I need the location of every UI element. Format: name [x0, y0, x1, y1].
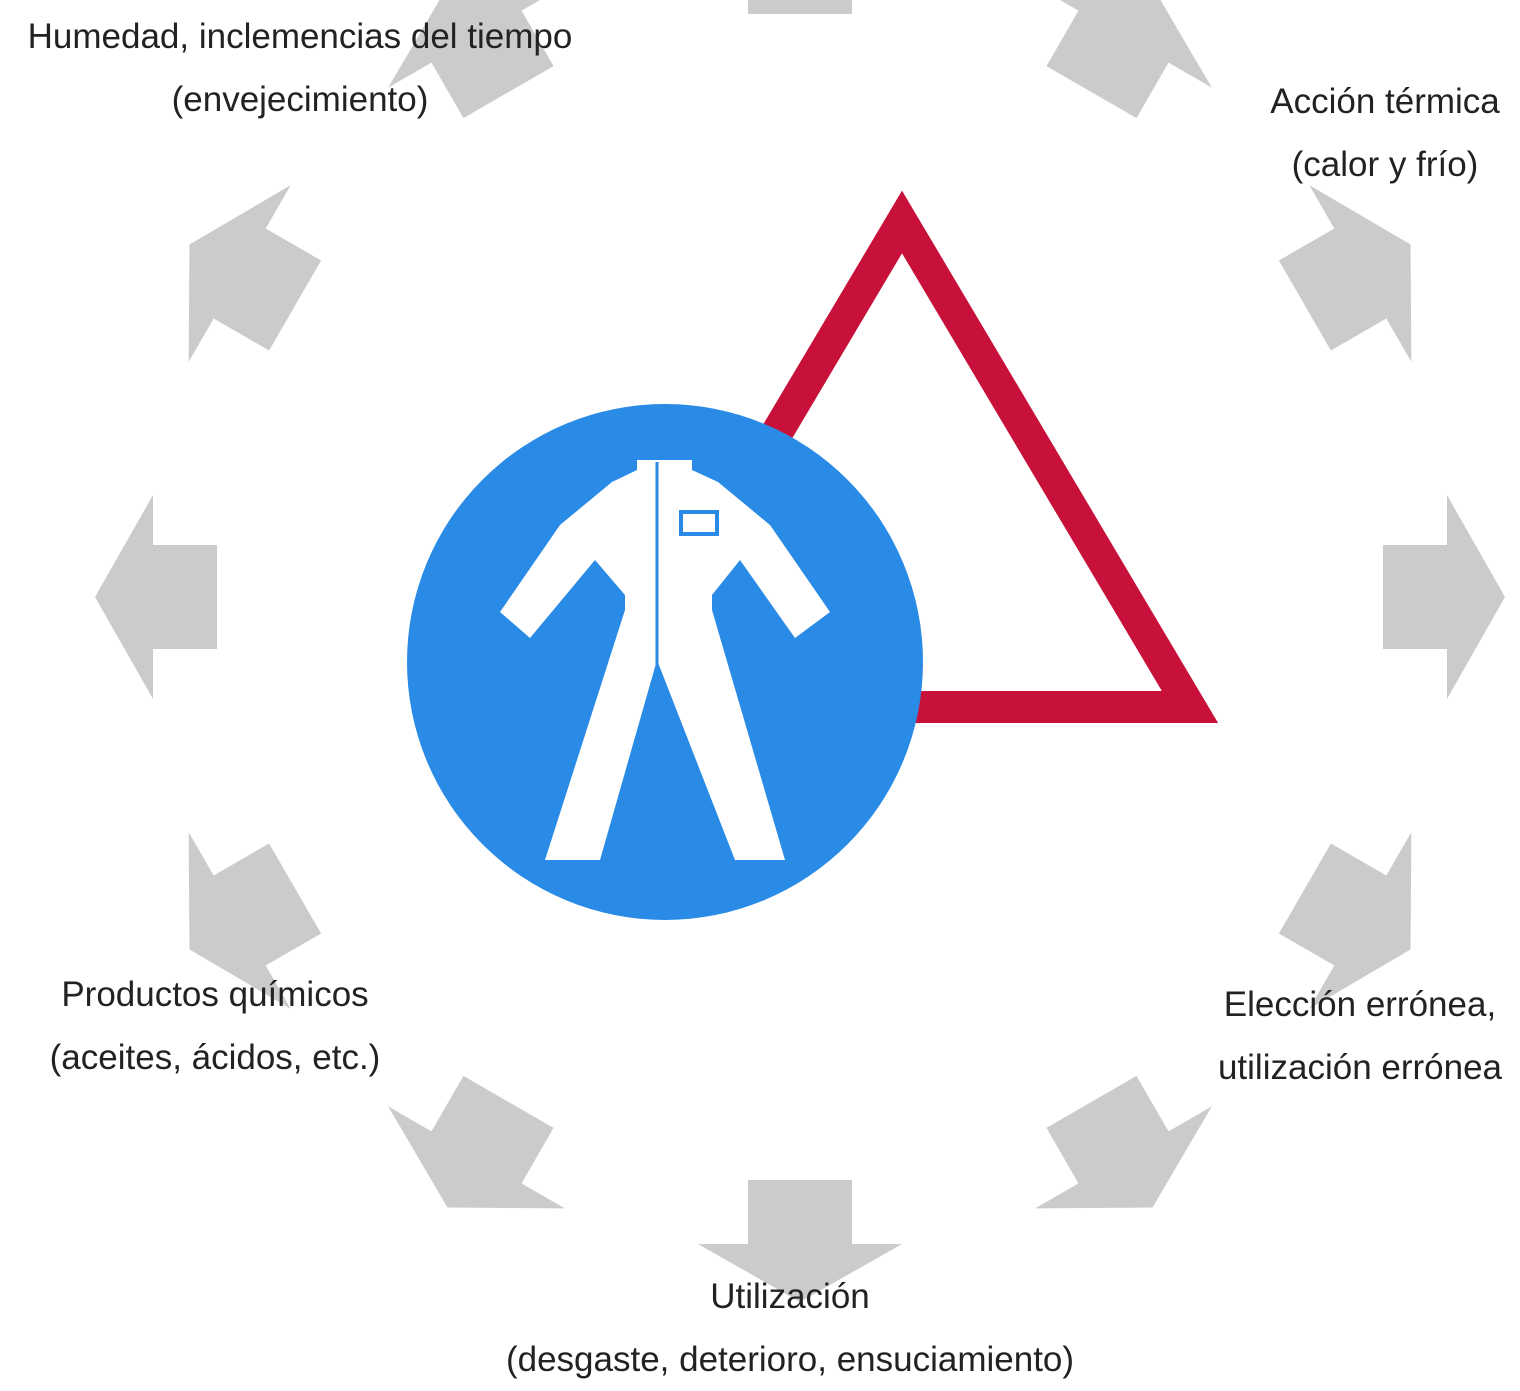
inward-arrow-icon	[188, 185, 322, 362]
label-utilizacion-line2: (desgaste, deterioro, ensuciamiento)	[505, 1340, 1075, 1379]
label-humedad-line1: Humedad, inclemencias del tiempo	[27, 17, 573, 56]
label-utilizacion: Utilización (desgaste, deterioro, ensuci…	[480, 1265, 1100, 1391]
label-utilizacion-line1: Utilización	[710, 1277, 870, 1316]
inward-arrow-icon	[1278, 185, 1412, 362]
inward-arrow-icon	[698, 1180, 902, 1302]
inward-arrow-icon	[1383, 495, 1505, 699]
label-accion-termica-line1: Acción térmica	[1270, 82, 1500, 121]
arrows-ring	[95, 0, 1505, 1302]
label-humedad: Humedad, inclemencias del tiempo (enveje…	[0, 5, 600, 131]
label-accion-termica: Acción térmica (calor y frío)	[1230, 70, 1520, 196]
label-eleccion-erronea: Elección errónea, utilización errónea	[1200, 973, 1520, 1099]
inward-arrow-icon	[388, 0, 565, 119]
label-humedad-line2: (envejecimiento)	[171, 80, 429, 119]
inward-arrow-icon	[1035, 1075, 1212, 1209]
inward-arrow-icon	[188, 832, 322, 1009]
label-accion-termica-line2: (calor y frío)	[1291, 145, 1479, 184]
label-productos-quimicos: Productos químicos (aceites, ácidos, etc…	[30, 963, 400, 1089]
inward-arrow-icon	[1035, 0, 1212, 119]
inward-arrow-icon	[388, 1075, 565, 1209]
label-eleccion-erronea-line2: utilización errónea	[1217, 1048, 1503, 1087]
protective-clothing-icon	[500, 460, 830, 860]
label-productos-quimicos-line1: Productos químicos	[61, 975, 369, 1014]
pocket-icon	[679, 510, 719, 536]
label-productos-quimicos-line2: (aceites, ácidos, etc.)	[49, 1038, 381, 1077]
inward-arrow-icon	[1278, 832, 1412, 1009]
label-eleccion-erronea-line1: Elección errónea,	[1223, 985, 1497, 1024]
inward-arrow-icon	[95, 495, 217, 699]
inward-arrow-icon	[748, 0, 852, 14]
